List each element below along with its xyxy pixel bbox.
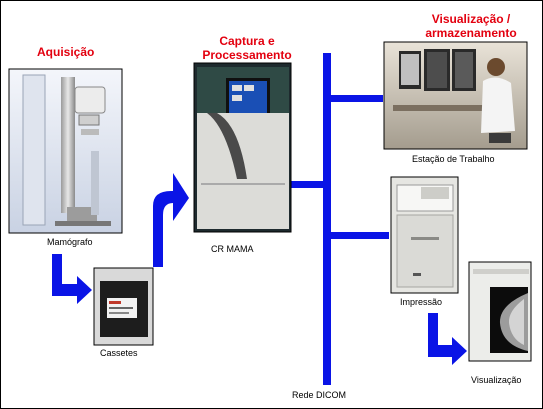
label-cassetes: Cassetes: [100, 348, 138, 358]
cassette-photo: [94, 268, 153, 345]
title-visualizacao-line1: Visualização /: [417, 12, 525, 26]
flow-arrow-mamografo-to-cassetes: [52, 254, 92, 304]
film-photo: [469, 262, 531, 361]
dicom-network-bus: [289, 53, 389, 385]
title-visualizacao-line2: armazenamento: [417, 26, 525, 40]
label-rede-dicom: Rede DICOM: [292, 390, 346, 400]
title-visualizacao: Visualização / armazenamento: [417, 12, 525, 40]
cr-reader-photo: [194, 63, 291, 232]
title-captura-line1: Captura e: [195, 34, 299, 48]
title-captura-line2: Processamento: [195, 48, 299, 62]
label-cr-mama: CR MAMA: [211, 244, 254, 254]
flow-arrow-impressao-to-visualizacao: [428, 313, 467, 365]
label-impressao: Impressão: [400, 297, 442, 307]
mammograph-photo: [9, 69, 122, 233]
label-mamografo: Mamógrafo: [47, 237, 93, 247]
title-captura: Captura e Processamento: [195, 34, 299, 62]
flow-arrow-cassetes-to-cr: [143, 173, 189, 267]
label-visualizacao: Visualização: [471, 375, 521, 385]
title-aquisicao: Aquisição: [37, 45, 94, 59]
label-estacao: Estação de Trabalho: [412, 154, 495, 164]
workstation-photo: [384, 42, 527, 149]
printer-photo: [391, 177, 458, 293]
